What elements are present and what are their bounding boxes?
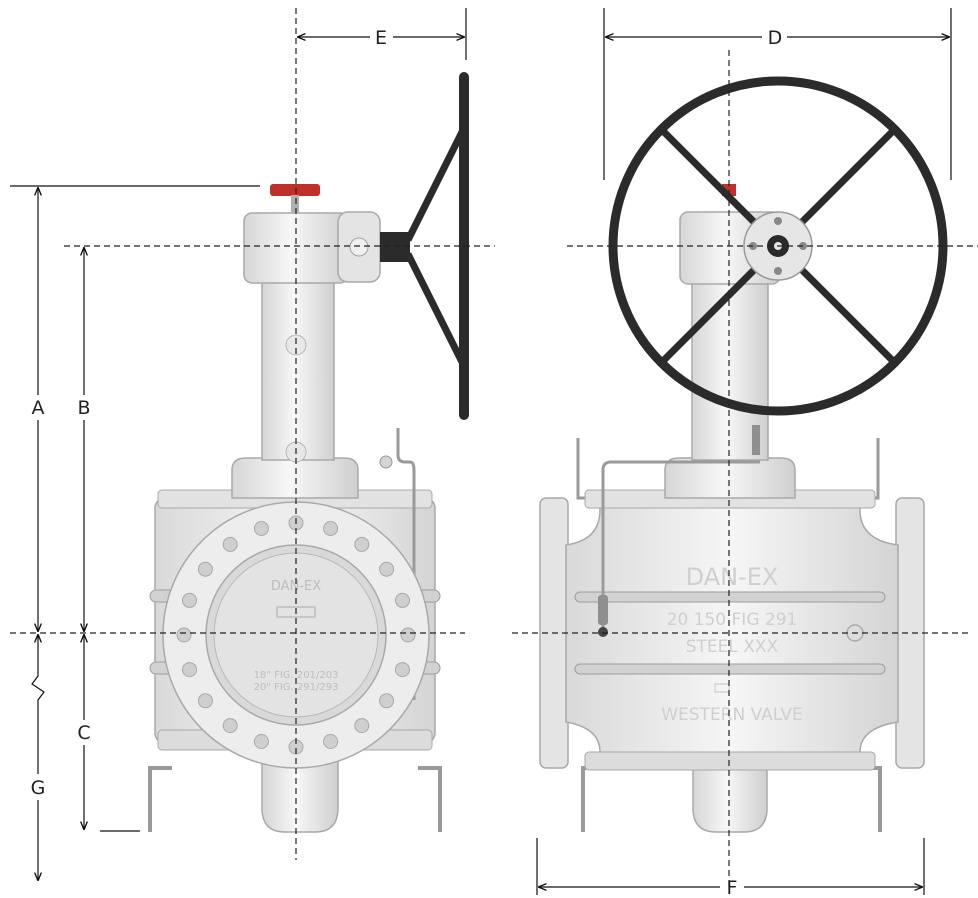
center-lines — [10, 8, 978, 890]
flange-marking-line1: 18" FIG. 201/203 — [254, 670, 339, 681]
dimension-c-label: C — [77, 722, 90, 744]
dimension-a-label: A — [32, 397, 45, 419]
flange-bolt-hole — [222, 718, 238, 734]
flange-bolt-hole — [182, 592, 197, 608]
dimension-labels: A B C G E D F — [31, 27, 783, 898]
flange-marking-line2: 20" FIG. 291/293 — [254, 682, 339, 693]
flange-bolt-hole — [197, 693, 213, 709]
flange-bolt-hole — [395, 662, 410, 678]
flange-bolt-hole — [253, 521, 269, 536]
dimension-b-label: B — [77, 397, 90, 419]
front-valve-body — [565, 497, 899, 761]
side-tubing — [396, 428, 416, 700]
dimension-g-label: G — [31, 777, 46, 799]
flange-bolt-hole — [323, 521, 339, 536]
dimension-d-label: D — [768, 27, 783, 49]
flange-bolt-hole — [222, 536, 238, 552]
side-column — [261, 254, 335, 461]
side-support-legs — [148, 766, 442, 832]
front-right-end-flange — [895, 497, 925, 769]
dimension-lines — [10, 8, 952, 895]
body-maker-text: WESTERN VALVE — [661, 705, 803, 725]
flange-bolt-hole — [253, 734, 269, 749]
flange-bolt-hole — [379, 693, 395, 709]
dimension-g-line — [31, 635, 45, 774]
flange-bolt-hole — [197, 561, 213, 577]
flange-bolt-hole — [323, 734, 339, 749]
flange-bolt-hole — [182, 662, 197, 678]
flange-bolt-hole — [379, 561, 395, 577]
dimension-e-label: E — [375, 27, 387, 49]
body-marking-line1: 20 150 FIG 291 — [667, 610, 798, 630]
flange-bolt-hole — [354, 536, 370, 552]
side-handwheel — [380, 72, 469, 420]
side-bonnet — [231, 457, 359, 499]
flange-bolt-hole — [176, 627, 192, 643]
flange-bolt-hole — [354, 718, 370, 734]
flange-bolt-hole — [400, 627, 416, 643]
front-bonnet — [664, 457, 796, 499]
flange-brand-text: DAN-EX — [271, 579, 321, 594]
side-red-handle — [270, 184, 320, 196]
body-brand-text: DAN-EX — [686, 563, 779, 591]
front-tubing — [601, 460, 760, 628]
flange-bolt-hole — [395, 592, 410, 608]
front-view: DAN-EX 20 150 FIG 291 STEEL XXX WESTERN … — [539, 76, 948, 833]
side-flange: DAN-EX 18" FIG. 201/203 20" FIG. 291/293 — [162, 501, 430, 769]
body-marking-line2: STEEL XXX — [686, 637, 779, 657]
side-view: DAN-EX 18" FIG. 201/203 20" FIG. 291/293 — [148, 72, 469, 833]
dimension-f-label: F — [727, 877, 738, 898]
